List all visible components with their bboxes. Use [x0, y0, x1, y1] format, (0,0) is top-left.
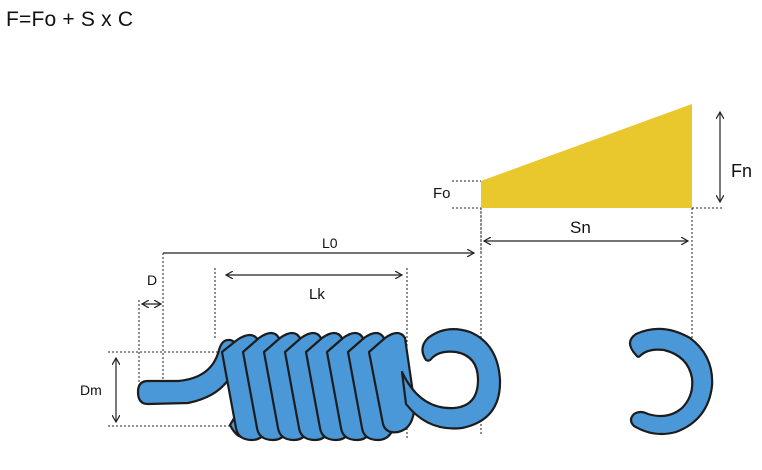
fo-label: Fo — [433, 185, 451, 202]
spring-coils — [220, 331, 416, 442]
d-label: D — [147, 272, 157, 288]
formula-title: F=Fo + S x C — [6, 8, 134, 31]
extended-hook — [628, 327, 714, 436]
extension-spring — [136, 327, 502, 442]
force-wedge — [481, 104, 692, 208]
dm-label: Dm — [80, 382, 102, 398]
lk-label: Lk — [309, 286, 325, 303]
spring-right-hook — [400, 327, 502, 430]
fn-label: Fn — [731, 161, 752, 181]
spring-left-hook — [136, 338, 239, 406]
sn-label: Sn — [570, 218, 591, 237]
l0-label: L0 — [322, 235, 338, 251]
dm-guides — [108, 351, 236, 427]
